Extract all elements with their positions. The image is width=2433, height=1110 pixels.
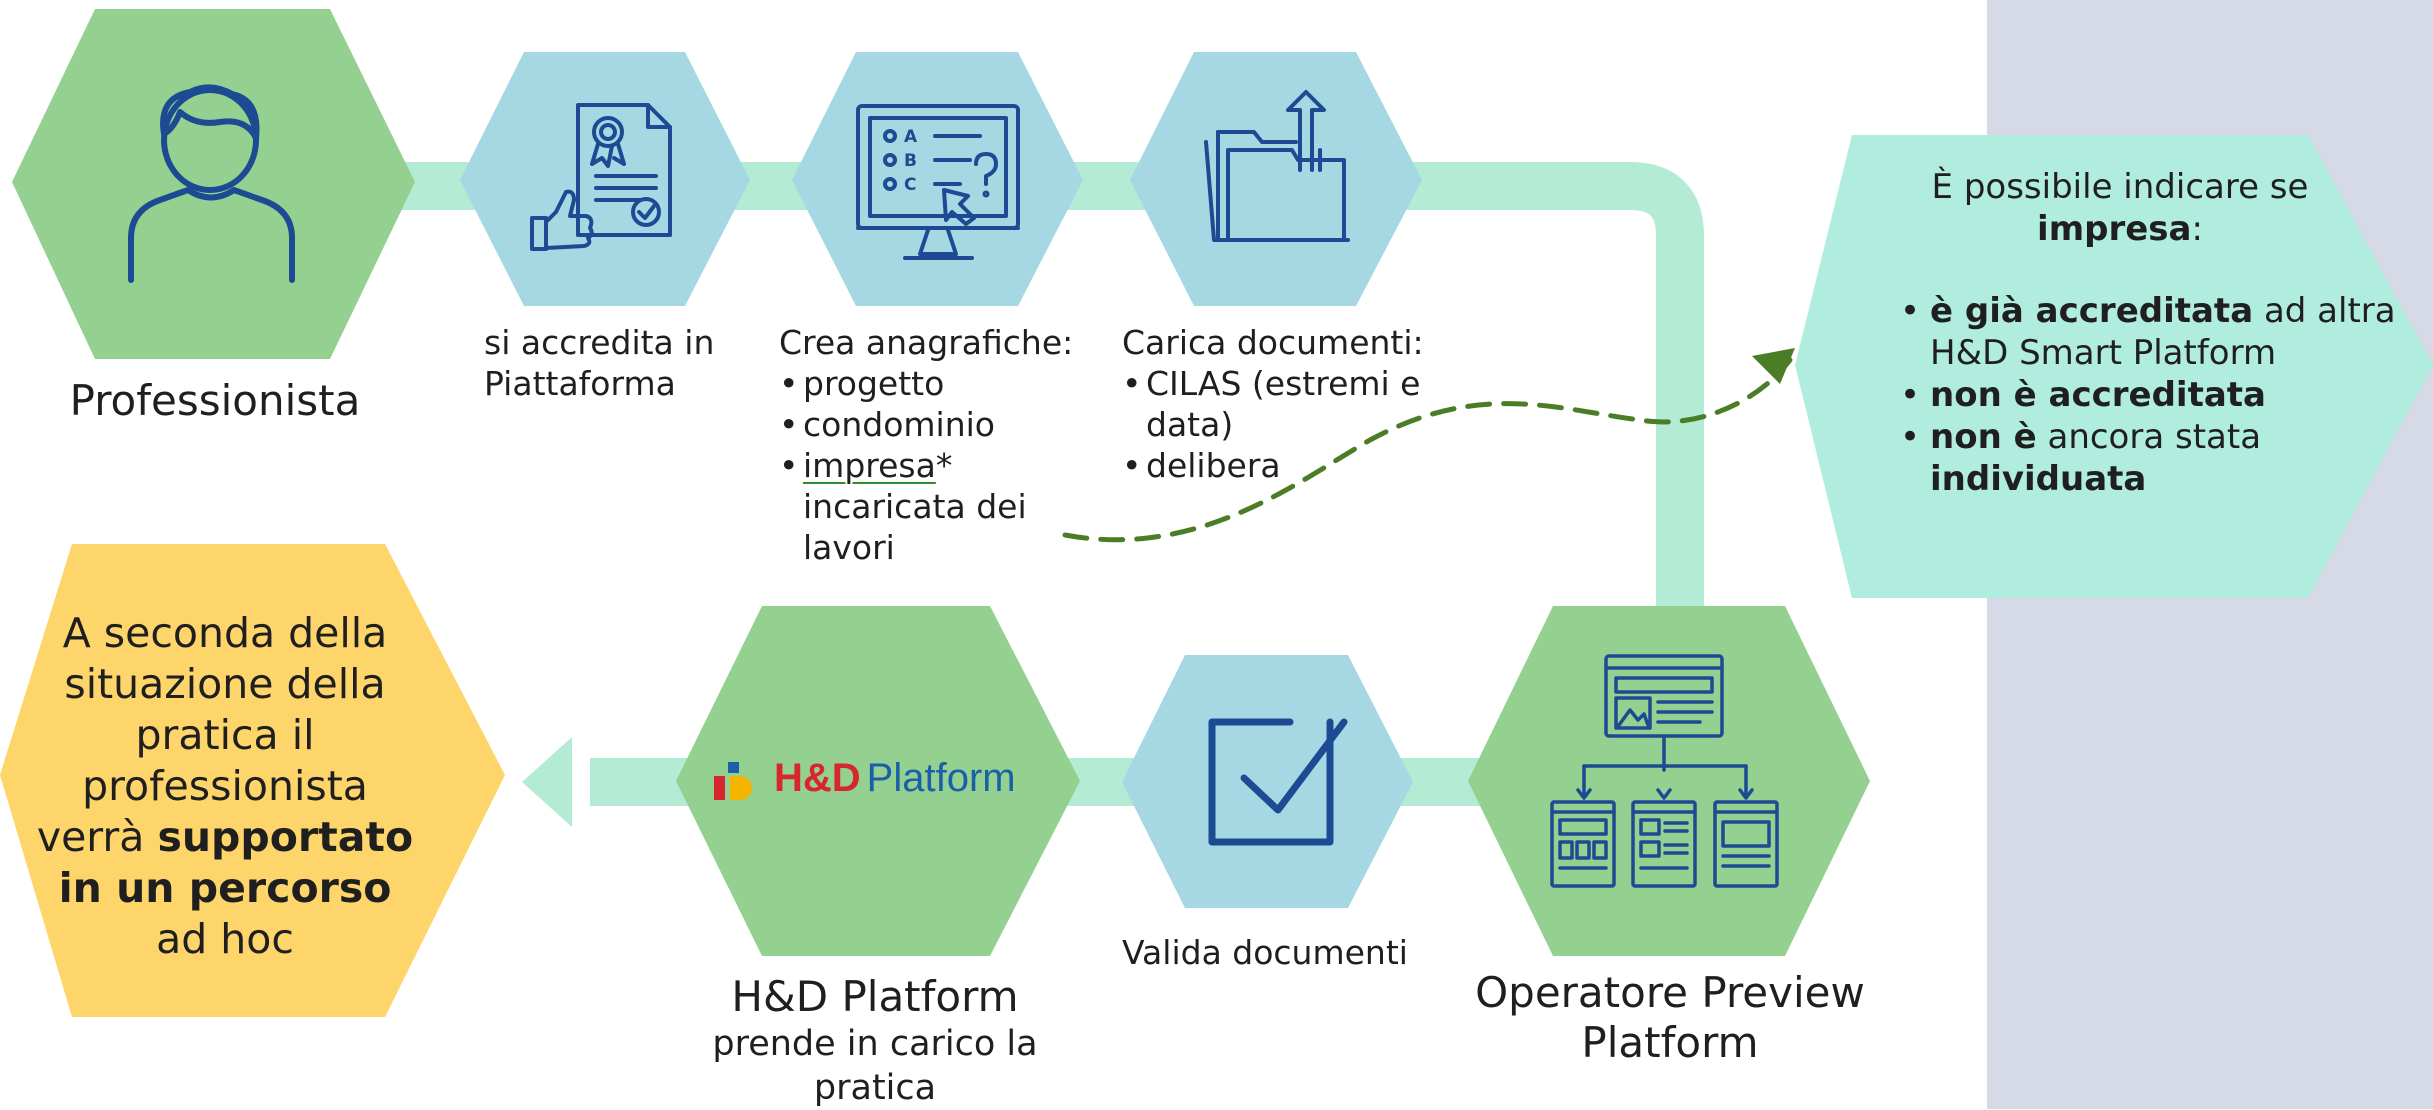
hexagon-hd-platform [676,606,1080,956]
quiz-letter-b: B [904,151,917,171]
operatore-label: Operatore Preview Platform [1440,968,1900,1068]
note-b3-rest: ancora stata [2036,417,2262,457]
note-impresa: impresa [2037,209,2192,249]
dashed-arrow-head [1752,348,1795,384]
hexagon-valida [1122,655,1413,908]
impresa-line3: lavori [803,528,895,567]
note-b3-bold: non è [1930,417,2037,457]
hd-platform-logo: H&D Platform [714,756,1016,801]
valida-label: Valida documenti [1090,932,1440,973]
impresa-underlined: impresa [803,446,936,485]
folder-upload-icon [1204,90,1350,242]
anagrafiche-item-progetto: progetto [779,363,1099,404]
dashed-arrow [1062,357,1793,543]
impresa-line2: incaricata dei [803,487,1027,526]
note-b3-line2: individuata [1930,459,2147,499]
supporto-line1: A seconda della [62,609,388,657]
anagrafiche-label: Crea anagrafiche: progetto condominio im… [779,322,1099,568]
note-item-accreditata: è già accreditata ad altra H&D Smart Pla… [1900,290,2410,374]
note-b2-bold: non è accreditata [1930,375,2266,415]
hd-platform-label: H&D Platform prende in carico la pratica [660,972,1090,1110]
note-line1: È possibile indicare se [1931,167,2309,207]
certificate-thumbs-up-icon [530,103,672,251]
supporto-line5-bold: supportato [157,813,414,861]
valida-text: Valida documenti [1122,933,1408,972]
cilas-line1: CILAS (estremi e [1146,364,1421,403]
hexagon-anagrafiche [792,52,1083,306]
hd-logo-mark-icon [714,758,764,800]
person-icon [128,84,295,283]
anagrafiche-list: progetto condominio impresa* incaricata … [779,363,1099,568]
supporto-line6: in un percorso [20,863,430,914]
supporto-line4: professionista [82,762,368,810]
documenti-list: CILAS (estremi e data) delibera [1122,363,1462,486]
hd-logo-platform: Platform [866,756,1016,800]
note-item-non-individuata: non è ancora stata individuata [1900,416,2410,500]
hd-label-line2: prende in carico la [712,1024,1038,1064]
note-colon: : [2191,209,2203,249]
quiz-letter-c: C [904,175,916,195]
hexagon-operatore [1468,606,1870,956]
quiz-letters: A B C [904,127,918,195]
hexagon-documenti [1130,52,1422,306]
accredita-line1: si accredita in [484,323,715,362]
hexagon-professionista [12,9,415,359]
documenti-label: Carica documenti: CILAS (estremi e data)… [1122,322,1462,486]
supporto-line7: ad hoc [156,915,294,963]
note-item-non-accreditata: non è accreditata [1900,374,2410,416]
checkbox-icon [1208,718,1348,846]
hd-logo-brand: H&D [774,756,861,800]
hd-label-line3: pratica [813,1068,937,1108]
supporto-line5: verrà supportato [20,812,430,863]
supporto-line2: situazione della [64,660,386,708]
sitemap-icon [1550,654,1779,888]
operatore-line1: Operatore Preview [1475,968,1865,1017]
professionista-text: Professionista [69,376,361,425]
cilas-line2: data) [1146,405,1234,444]
note-box: È possibile indicare se impresa: è già a… [1900,166,2410,500]
hd-label-line1: H&D Platform [731,972,1019,1021]
supporto-text: A seconda della situazione della pratica… [20,608,430,965]
documenti-item-cilas: CILAS (estremi e data) [1122,363,1462,445]
accredita-line2: Piattaforma [484,364,676,403]
professionista-label: Professionista [20,376,410,426]
supporto-line3: pratica il [135,711,315,759]
quiz-monitor-icon [856,104,1020,260]
hexagon-accredita [460,52,750,306]
documenti-heading: Carica documenti: [1122,323,1424,362]
quiz-letter-a: A [904,127,918,147]
anagrafiche-item-condominio: condominio [779,404,1099,445]
note-b1-bold: è già accreditata [1930,291,2254,331]
path-arrowhead [522,737,572,827]
note-b1-line2: H&D Smart Platform [1930,333,2277,373]
anagrafiche-heading: Crea anagrafiche: [779,323,1074,362]
note-line2: impresa: [1910,208,2330,250]
note-b1-rest: ad altra [2253,291,2396,331]
supporto-line5-pre: verrà [36,813,158,861]
operatore-line2: Platform [1581,1018,1759,1067]
anagrafiche-item-impresa: impresa* incaricata dei lavori [779,445,1099,568]
impresa-asterisk: * [935,446,953,485]
accredita-label: si accredita in Piattaforma [484,322,754,404]
note-list: è già accreditata ad altra H&D Smart Pla… [1900,290,2410,500]
documenti-item-delibera: delibera [1122,445,1462,486]
path-top [360,162,1704,610]
supporto-line6-bold: in un percorso [58,864,392,912]
hexagon-supporto [0,544,505,1017]
